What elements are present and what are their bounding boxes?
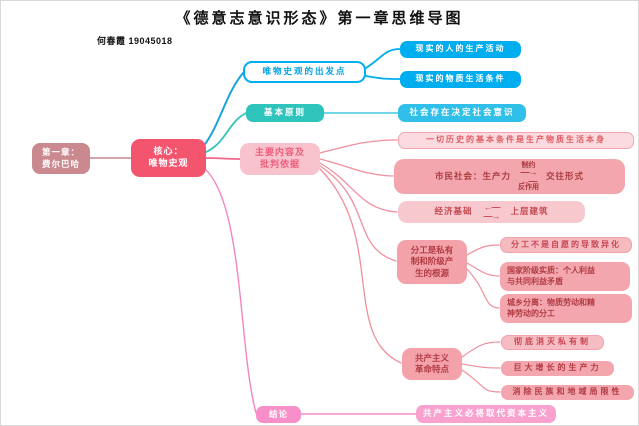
node-state-class-essence[interactable]: 国家阶级实质：个人利益 与共同利益矛盾: [500, 262, 630, 291]
node-starting-point[interactable]: 唯物史观的出发点: [243, 61, 366, 83]
node-label: 城乡分离：物质劳动和精: [507, 298, 595, 308]
node-label: 共产主义: [414, 352, 449, 363]
link-core-conclusion: [202, 166, 257, 414]
node-label: 交往形式: [546, 170, 585, 181]
node-main-content[interactable]: 主要内容及 批判依据: [240, 143, 320, 175]
link-main-civil-society: [319, 158, 394, 177]
link-main-division: [319, 165, 397, 262]
node-label: 第一章：: [41, 147, 80, 158]
arrow-right-icon: —→: [520, 166, 538, 177]
node-label: 唯物史观的出发点: [262, 66, 347, 77]
link-revolution-child3: [461, 369, 501, 393]
link-main-revolution: [319, 168, 402, 364]
node-civil-society[interactable]: 市民社会：生产力 制约 —→ ←— 反作用 交往形式: [394, 159, 625, 194]
link-division-child2: [466, 262, 500, 277]
node-basic-condition-of-history[interactable]: 一切历史的基本条件是生产物质生活本身: [398, 132, 634, 149]
node-label: 现实的物质生活条件: [415, 74, 506, 84]
node-label: 制和阶级产: [410, 256, 454, 267]
mutual-arrows-icon: 制约 —→ ←— 反作用: [518, 162, 539, 191]
node-label: 巨大增长的生产力: [513, 363, 602, 373]
node-chapter-root[interactable]: 第一章： 费尔巴哈: [32, 143, 90, 174]
node-label: 市民社会：生产力: [434, 170, 511, 181]
node-label: 社会存在决定社会意识: [409, 107, 515, 118]
node-label: 批判依据: [259, 159, 300, 169]
node-label: 基本原则: [263, 107, 306, 118]
node-label: 共产主义必将取代资本主义: [422, 408, 549, 419]
link-main-economic-base: [319, 162, 398, 213]
node-label: 唯物史观: [148, 158, 189, 168]
node-communist-revolution-features[interactable]: 共产主义 革命特点: [402, 348, 462, 380]
link-start-child1: [365, 48, 401, 69]
node-label: 费尔巴哈: [41, 158, 80, 169]
node-urban-rural-separation[interactable]: 城乡分离：物质劳动和精 神劳动的分工: [500, 294, 632, 323]
double-arrow-icon: ←— —→: [483, 202, 501, 221]
node-core-historical-materialism[interactable]: 核心： 唯物史观: [131, 139, 206, 177]
node-label: 生的根源: [414, 267, 449, 278]
node-eliminate-private-ownership[interactable]: 彻底消灭私有制: [501, 335, 604, 350]
link-start-child2: [365, 75, 401, 80]
node-remove-national-regional-limits[interactable]: 消除民族和地域局限性: [501, 385, 634, 400]
link-main-premise: [319, 139, 398, 154]
link-division-child1: [466, 244, 500, 256]
node-label: 分工是私有: [410, 245, 454, 256]
node-label: 主要内容及: [254, 147, 305, 158]
node-label: 结论: [268, 408, 288, 419]
node-label: 一切历史的基本条件是生产物质生活本身: [426, 135, 606, 145]
link-core-main-content: [205, 157, 241, 160]
node-basic-principle[interactable]: 基本原则: [246, 104, 324, 122]
node-label: 革命特点: [414, 364, 449, 374]
node-communism-replaces-capitalism[interactable]: 共产主义必将取代资本主义: [416, 405, 556, 423]
node-label: 上层建筑: [510, 206, 549, 217]
arrow-right-icon: —→: [483, 211, 501, 221]
author-name: 何春霞 19045018: [97, 36, 173, 46]
link-revolution-child1: [461, 341, 501, 358]
link-division-child3: [466, 268, 500, 309]
link-core-basic-principle: [203, 112, 247, 154]
node-division-of-labor[interactable]: 分工是私有 制和阶级产 生的根源: [397, 240, 467, 284]
link-revolution-child2: [461, 363, 501, 369]
node-label: 神劳动的分工: [507, 308, 555, 318]
node-real-people-production[interactable]: 现实的人的生产活动: [400, 41, 521, 58]
node-label: 消除民族和地域局限性: [512, 387, 623, 397]
node-label: 分工不是自愿的导致异化: [511, 239, 621, 249]
arrow-top-label: 制约: [521, 161, 536, 169]
node-label: 国家阶级实质：个人利益: [507, 266, 595, 276]
arrow-left-icon: ←—: [520, 175, 538, 186]
node-label: 经济基础: [434, 206, 473, 217]
node-label: 核心：: [153, 146, 184, 157]
node-division-not-voluntary[interactable]: 分工不是自愿的导致异化: [500, 237, 632, 253]
node-conclusion[interactable]: 结论: [256, 406, 301, 423]
node-label: 彻底消灭私有制: [514, 337, 591, 347]
node-social-being-determines-consciousness[interactable]: 社会存在决定社会意识: [398, 104, 526, 122]
node-increased-productive-forces[interactable]: 巨大增长的生产力: [501, 361, 614, 376]
node-label: 与共同利益矛盾: [507, 276, 563, 286]
arrow-bottom-label: 反作用: [518, 184, 539, 192]
link-core-starting-point: [202, 72, 244, 148]
node-label: 现实的人的生产活动: [415, 44, 506, 54]
node-economic-base-superstructure[interactable]: 经济基础 ←— —→ 上层建筑: [398, 201, 585, 223]
page-title: 《德意志意识形态》第一章思维导图: [175, 11, 464, 27]
node-material-living-conditions[interactable]: 现实的物质生活条件: [400, 71, 521, 88]
arrow-left-icon: ←—: [483, 202, 501, 213]
